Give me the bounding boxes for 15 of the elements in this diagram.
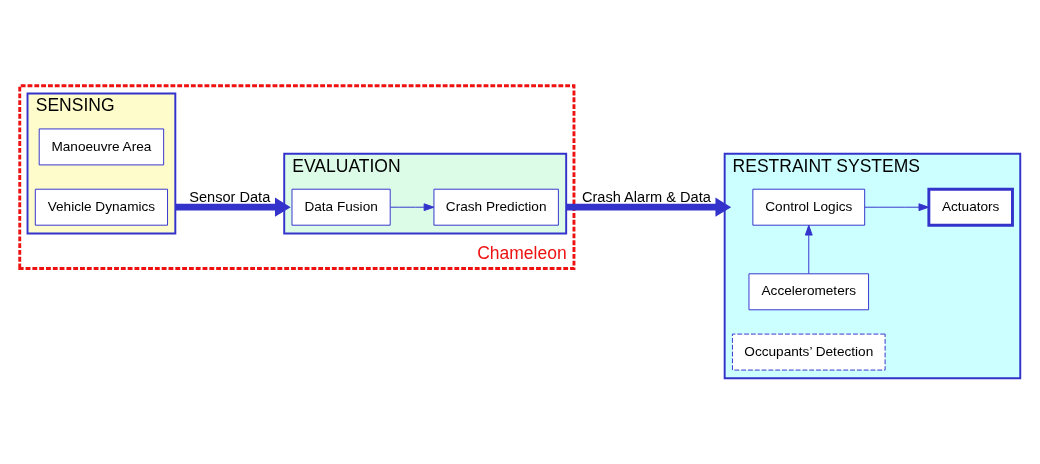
node-box: Actuators: [927, 187, 1014, 227]
node-box: Accelerometers: [748, 273, 870, 311]
node-box: Crash Prediction: [433, 188, 559, 226]
node-box: Control Logics: [752, 188, 866, 226]
arrow: [175, 197, 291, 217]
arrow: [804, 224, 813, 275]
node-box: Occupants’ Detection: [731, 333, 886, 371]
node-box: Manoeuvre Area: [38, 128, 165, 166]
node-box: Vehicle Dynamics: [34, 188, 169, 226]
edge-label: Sensor Data: [189, 189, 271, 206]
arrow: [566, 197, 732, 217]
edge-label: Crash Alarm & Data: [581, 189, 711, 206]
arrow: [864, 203, 930, 212]
arrow: [390, 203, 435, 212]
node-box: Data Fusion: [291, 188, 391, 226]
